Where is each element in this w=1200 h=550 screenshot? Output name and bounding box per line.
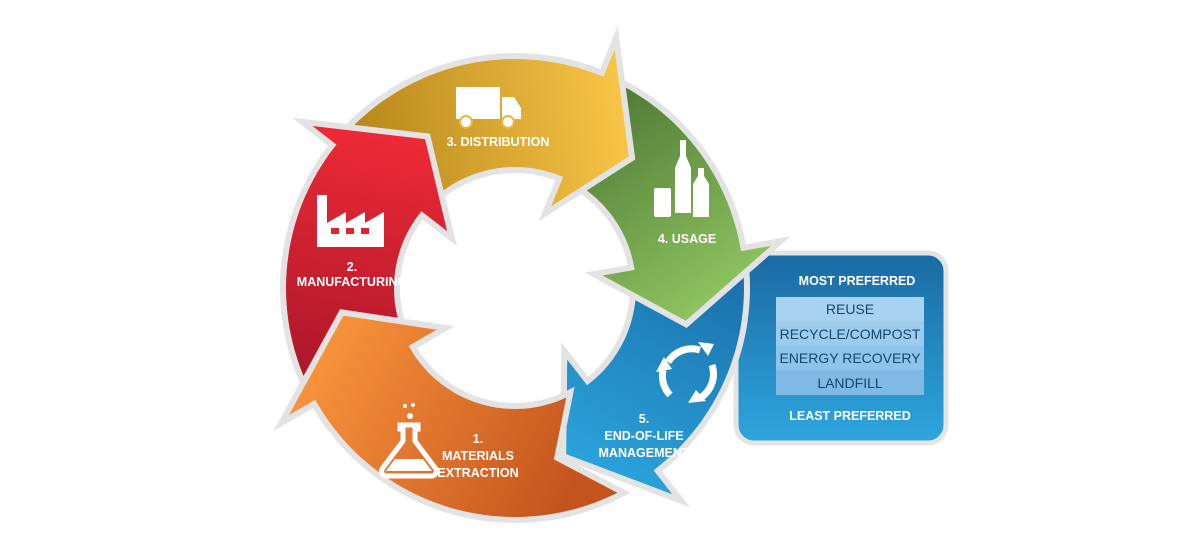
stage-label-extraction: EXTRACTION [437, 466, 518, 480]
stage-label-materials-num: 1. [473, 432, 483, 446]
stage-label-management: MANAGEMENT [599, 446, 690, 460]
stage-label-manufacturing-num: 2. [347, 260, 357, 274]
stage-label-materials: MATERIALS [442, 449, 514, 463]
option-energy-recovery: ENERGY RECOVERY [779, 350, 921, 366]
option-landfill: LANDFILL [817, 375, 883, 391]
stage-label-distribution: 3. DISTRIBUTION [447, 135, 550, 149]
option-recycle-compost: RECYCLE/COMPOST [780, 326, 921, 342]
flask-icon [379, 403, 439, 479]
stage-label-eol-num: 5. [639, 412, 649, 426]
most-preferred-label: MOST PREFERRED [799, 274, 916, 288]
waste-hierarchy-panel: MOST PREFERRED REUSE RECYCLE/COMPOST ENE… [733, 250, 949, 446]
truck-icon [456, 87, 521, 129]
recycle-icon [656, 342, 717, 403]
factory-icon [317, 195, 384, 247]
stage-label-manufacturing: MANUFACTURING [297, 275, 407, 289]
least-preferred-label: LEAST PREFERRED [789, 409, 911, 423]
stage-label-usage: 4. USAGE [658, 232, 716, 246]
bottles-icon [654, 140, 709, 217]
stage-label-end-of-life: END-OF-LIFE [604, 429, 683, 443]
option-reuse: REUSE [826, 301, 874, 317]
arrow-materials [273, 309, 631, 524]
